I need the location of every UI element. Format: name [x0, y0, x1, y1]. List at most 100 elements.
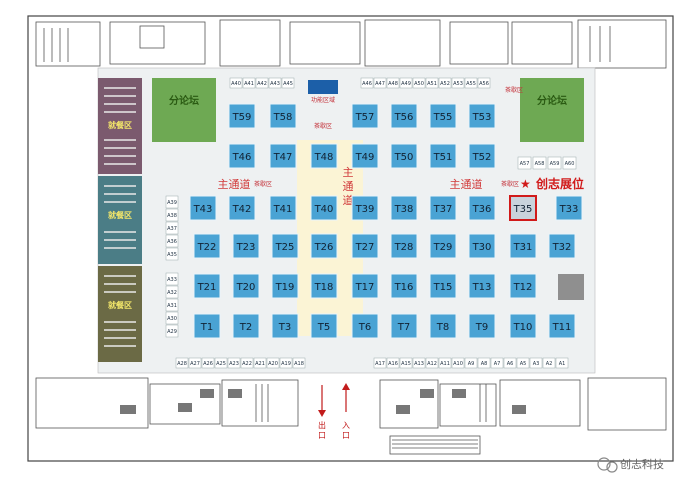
- small-booth-label: A31: [167, 303, 177, 309]
- booth-label: T22: [197, 242, 217, 253]
- service-block: [558, 274, 584, 300]
- small-booth: [281, 77, 295, 89]
- booth-label: T28: [394, 242, 414, 253]
- booth-label: T16: [394, 282, 414, 293]
- small-booth-label: A56: [479, 81, 489, 87]
- booth-label: T55: [433, 112, 453, 123]
- wechat-icon: [597, 457, 611, 471]
- highlight-label: 创志展位: [535, 176, 584, 191]
- booth-t28: [390, 233, 418, 259]
- booth-label: T3: [278, 322, 291, 333]
- booth-label: T38: [394, 204, 414, 215]
- booth-label: T26: [314, 242, 334, 253]
- small-booth: [165, 247, 179, 261]
- small-booth-label: A57: [520, 161, 530, 167]
- booth-label: T25: [275, 242, 295, 253]
- booth-label: T51: [433, 152, 453, 163]
- booth-t42: [228, 195, 256, 221]
- small-booth: [165, 221, 179, 235]
- booth-label: T39: [355, 204, 375, 215]
- small-booth-label: A28: [177, 361, 187, 367]
- booth-t17: [351, 273, 379, 299]
- booth-label: T48: [314, 152, 334, 163]
- small-booth-label: A41: [244, 81, 254, 87]
- highlight-star: ★: [520, 177, 531, 191]
- small-booth-label: A55: [466, 81, 476, 87]
- small-booth: [438, 77, 452, 89]
- small-booth: [165, 272, 179, 286]
- booth-label: T52: [472, 152, 492, 163]
- small-booth-label: A51: [427, 81, 437, 87]
- small-booth-label: A32: [167, 290, 177, 296]
- dining-area-label: 就餐区: [108, 300, 132, 310]
- booth-t56: [390, 103, 418, 129]
- small-booth-label: A45: [283, 81, 293, 87]
- small-booth: [165, 285, 179, 299]
- booth-label: T9: [475, 322, 488, 333]
- left-dining-strip: 就餐区 就餐区 就餐区: [98, 78, 142, 362]
- watermark-text: 创志科技: [620, 457, 664, 471]
- small-booth-label: A22: [242, 361, 252, 367]
- booth-label: T35: [513, 204, 533, 215]
- small-booth-label: A8: [481, 361, 488, 367]
- small-booth-label: A47: [375, 81, 385, 87]
- small-booth-label: A11: [440, 361, 450, 367]
- exit-arrow-icon: [318, 410, 326, 417]
- small-booth: [165, 324, 179, 338]
- small-booth: [547, 156, 562, 170]
- booth-label: T2: [239, 322, 252, 333]
- small-booth: [516, 357, 530, 369]
- booth-label: T12: [513, 282, 533, 293]
- small-booth: [165, 311, 179, 325]
- tea-label: 茶歇区: [314, 122, 332, 130]
- exit-label-char: 出: [318, 420, 326, 430]
- booth-label: T27: [355, 242, 375, 253]
- booth-t13: [468, 273, 496, 299]
- small-booth-label: A37: [167, 226, 177, 232]
- booth-label: T10: [513, 322, 533, 333]
- small-booth: [412, 77, 426, 89]
- small-booth-label: A20: [268, 361, 278, 367]
- booth-label: T6: [358, 322, 371, 333]
- small-booth-label: A9: [468, 361, 475, 367]
- small-booth-label: A16: [388, 361, 398, 367]
- small-booth-label: A50: [414, 81, 424, 87]
- booth-t46: [228, 143, 256, 169]
- booth-label: T53: [472, 112, 492, 123]
- small-booth-label: A35: [167, 252, 177, 258]
- booth-t51: [429, 143, 457, 169]
- booth-label: T47: [273, 152, 293, 163]
- booth-t19: [271, 273, 299, 299]
- small-booth: [425, 357, 439, 369]
- small-booth: [503, 357, 517, 369]
- booth-t47: [269, 143, 297, 169]
- booth-t6: [351, 313, 379, 339]
- booth-t39: [351, 195, 379, 221]
- booth-t52: [468, 143, 496, 169]
- booth-label: T23: [236, 242, 256, 253]
- booth-t16: [390, 273, 418, 299]
- small-booth-label: A26: [203, 361, 213, 367]
- small-booth: [555, 357, 569, 369]
- booth-t20: [232, 273, 260, 299]
- small-booth-label: A29: [167, 329, 177, 335]
- booth-label: T18: [314, 282, 334, 293]
- main-aisle-center-char: 道: [343, 193, 354, 207]
- small-booth: [477, 77, 491, 89]
- small-booth: [188, 357, 202, 369]
- small-booth: [266, 357, 280, 369]
- small-booth: [175, 357, 189, 369]
- booth-t55: [429, 103, 457, 129]
- booth-t33: [555, 195, 583, 221]
- watermark: 创志科技: [597, 457, 664, 473]
- booth-t35: [509, 195, 537, 221]
- entrance-label-char: 口: [342, 431, 350, 440]
- booth-t31: [509, 233, 537, 259]
- small-booth: [201, 357, 215, 369]
- booth-t27: [351, 233, 379, 259]
- booth-label: T30: [472, 242, 492, 253]
- small-booth-label: A21: [255, 361, 265, 367]
- booth-t15: [429, 273, 457, 299]
- booth-label: T42: [232, 204, 252, 215]
